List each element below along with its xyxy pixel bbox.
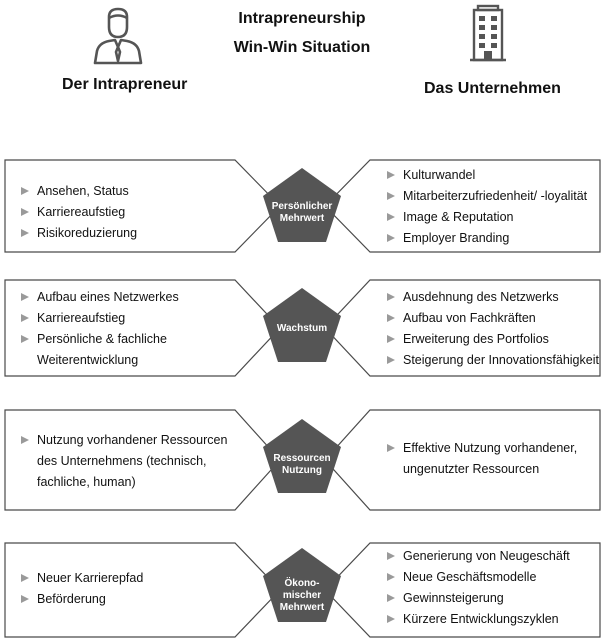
diagram-title-line1: Intrapreneurship bbox=[238, 10, 366, 27]
left-title: Der Intrapreneur bbox=[62, 76, 188, 93]
list-item: Neue Geschäftsmodelle bbox=[387, 567, 570, 588]
list-item: Aufbau von Fachkräften bbox=[387, 308, 599, 329]
list-item: Mitarbeiterzufriedenheit/ -loyalität bbox=[387, 186, 587, 207]
list-item: Karriereaufstieg bbox=[21, 202, 137, 223]
list-item: Effektive Nutzung vorhandener,ungenutzte… bbox=[387, 438, 577, 480]
pentagon-shape bbox=[263, 419, 341, 493]
pentagon-shape bbox=[263, 548, 341, 622]
left-item-list: Aufbau eines Netzwerkes Karriereaufstieg… bbox=[21, 287, 179, 371]
right-item-list: Generierung von Neugeschäft Neue Geschäf… bbox=[387, 546, 570, 630]
list-item: Kürzere Entwicklungszyklen bbox=[387, 609, 570, 630]
left-panel-outline bbox=[4, 409, 281, 511]
list-item: Karriereaufstieg bbox=[21, 308, 179, 329]
list-item: Beförderung bbox=[21, 589, 143, 610]
left-panel-outline bbox=[4, 542, 281, 638]
list-item: Ausdehnung des Netzwerks bbox=[387, 287, 599, 308]
pentagon-shape bbox=[263, 288, 341, 362]
right-item-list: Effektive Nutzung vorhandener,ungenutzte… bbox=[387, 438, 577, 480]
left-item-list: Neuer Karrierepfad Beförderung bbox=[21, 568, 143, 610]
left-item-list: Ansehen, Status Karriereaufstieg Risikor… bbox=[21, 181, 137, 244]
right-panel-outline bbox=[324, 279, 601, 377]
list-item: Image & Reputation bbox=[387, 207, 587, 228]
list-item: Kulturwandel bbox=[387, 165, 587, 186]
building-icon bbox=[470, 4, 506, 62]
pentagon-label: Wachstum bbox=[276, 323, 328, 334]
right-item-list: Ausdehnung des Netzwerks Aufbau von Fach… bbox=[387, 287, 599, 371]
diagram-title-line2: Win-Win Situation bbox=[233, 39, 371, 56]
right-panel-outline bbox=[324, 542, 601, 638]
list-item: Generierung von Neugeschäft bbox=[387, 546, 570, 567]
list-item: Employer Branding bbox=[387, 228, 587, 249]
list-item: Aufbau eines Netzwerkes bbox=[21, 287, 179, 308]
list-item: Erweiterung des Portfolios bbox=[387, 329, 599, 350]
list-item: Gewinnsteigerung bbox=[387, 588, 570, 609]
right-item-list: Kulturwandel Mitarbeiterzufriedenheit/ -… bbox=[387, 165, 587, 249]
person-icon bbox=[93, 7, 143, 65]
list-item: Neuer Karrierepfad bbox=[21, 568, 143, 589]
left-panel-outline bbox=[4, 159, 281, 253]
right-panel-outline bbox=[324, 409, 601, 511]
list-item: Ansehen, Status bbox=[21, 181, 137, 202]
list-item: Risikoreduzierung bbox=[21, 223, 137, 244]
pentagon-shape bbox=[263, 168, 341, 242]
left-panel-outline bbox=[4, 279, 281, 377]
right-title: Das Unternehmen bbox=[424, 80, 561, 97]
list-item: Steigerung der Innovationsfähigkeit bbox=[387, 350, 599, 371]
right-panel-outline bbox=[324, 159, 601, 253]
